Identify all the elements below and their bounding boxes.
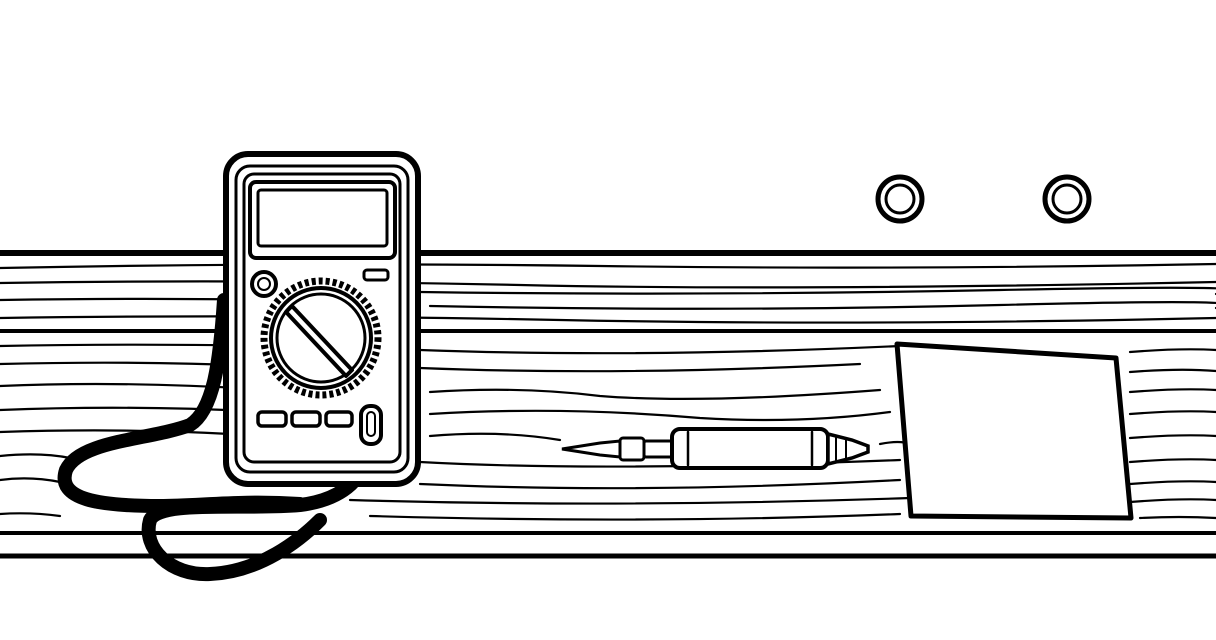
probe-jack-icon <box>359 404 383 446</box>
soldering-iron <box>561 427 870 470</box>
paper-sheet <box>894 341 1134 521</box>
rotary-dial-icon <box>260 277 382 399</box>
wall-ring-right <box>1042 174 1092 224</box>
function-buttons <box>256 410 354 428</box>
multimeter-display <box>248 180 397 260</box>
test-lead-cable <box>57 293 379 582</box>
digital-multimeter <box>223 151 421 487</box>
indicator-slot <box>362 268 390 282</box>
wall-ring-left <box>875 174 925 224</box>
